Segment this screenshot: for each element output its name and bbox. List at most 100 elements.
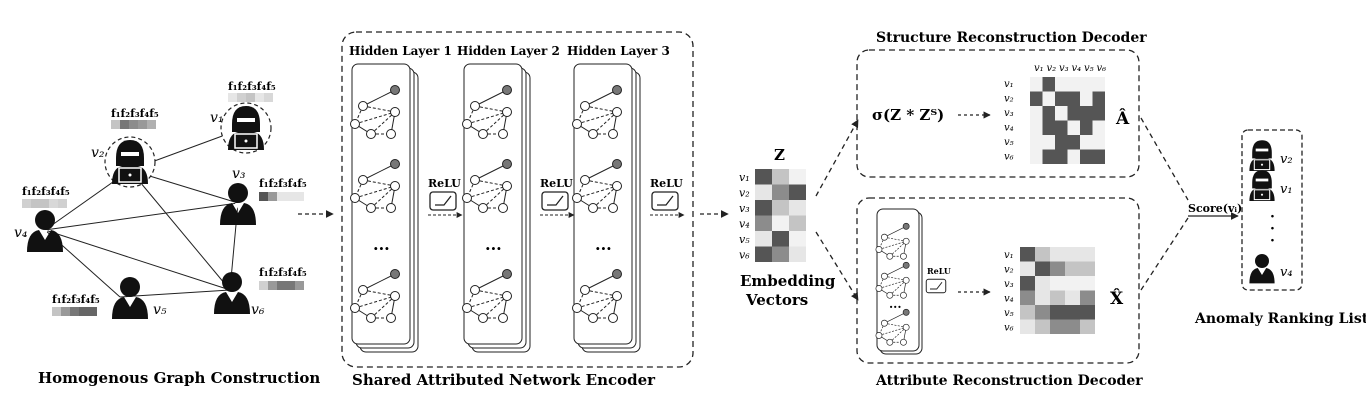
feature-label: f₁f₂f₃f₄f₅	[111, 107, 159, 120]
feature-label: f₁f₂f₃f₄f₅	[259, 266, 307, 279]
z-cell	[789, 184, 806, 200]
relu-block-2: ReLU	[540, 177, 575, 218]
z-row-label: v₆	[739, 249, 750, 262]
a-hat-label: Â	[1115, 108, 1130, 129]
hacker-icon-rank-1	[1248, 139, 1276, 172]
z-row-label: v₃	[739, 202, 750, 215]
relu-label: ReLU	[927, 266, 951, 276]
a-cell	[1042, 149, 1055, 164]
x-row-label: v₂	[1004, 265, 1014, 276]
x-cell	[1080, 247, 1095, 262]
x-hat-label: X̂	[1110, 289, 1124, 309]
attribute-matrix	[1020, 247, 1095, 334]
a-cell	[1030, 77, 1043, 92]
x-cell	[1080, 261, 1095, 276]
relu-icon	[429, 191, 457, 211]
z-cell	[772, 184, 789, 200]
user-icon-v5	[112, 277, 148, 319]
embedding-title-2: Vectors	[745, 291, 808, 309]
x-cell	[1050, 290, 1065, 305]
x-cell	[1020, 305, 1035, 320]
a-cell	[1055, 149, 1068, 164]
relu-block-1: ReLU	[428, 177, 463, 218]
x-row-label: v₁	[1004, 250, 1014, 261]
a-cell	[1067, 77, 1080, 92]
a-cell	[1092, 149, 1105, 164]
z-cell	[772, 200, 789, 216]
a-cell	[1067, 135, 1080, 150]
a-cell	[1030, 91, 1043, 106]
a-col-label: v₂	[1047, 63, 1057, 74]
hidden-layer-3: Hidden Layer 3 ...	[567, 44, 670, 353]
z-cell	[755, 246, 772, 262]
x-row-label: v₆	[1004, 323, 1014, 334]
a-cell	[1080, 135, 1093, 150]
a-cell	[1080, 149, 1093, 164]
feature-label: f₁f₂f₃f₄f₅	[259, 177, 307, 190]
vertical-dot: ·	[1270, 209, 1275, 225]
z-cell	[772, 231, 789, 247]
feature-vector-v4: f₁f₂f₃f₄f₅	[22, 185, 70, 208]
a-row-label: v₃	[1004, 108, 1014, 119]
embedding-title-1: Embedding	[740, 272, 836, 290]
a-row-label: v₆	[1004, 152, 1014, 163]
a-cell	[1042, 91, 1055, 106]
ranking-list: v₂ v₁ · · · v₄	[1248, 139, 1293, 284]
user-icon-v4	[27, 210, 63, 252]
x-cell	[1080, 305, 1095, 320]
z-cell	[755, 169, 772, 185]
z-cell	[789, 246, 806, 262]
ranking-item-2: v₁	[1280, 182, 1293, 197]
feature-vector-v3: f₁f₂f₃f₄f₅	[259, 177, 307, 201]
z-cell	[755, 200, 772, 216]
a-cell	[1042, 135, 1055, 150]
node-label-v5: v₅	[153, 302, 167, 318]
hidden-layer-1: Hidden Layer 1 ...	[349, 44, 452, 353]
a-row-label: v₄	[1004, 123, 1014, 134]
arrow-embedding-to-attribute	[815, 231, 859, 301]
a-cell	[1030, 135, 1043, 150]
feature-vector-v6: f₁f₂f₃f₄f₅	[259, 266, 307, 290]
a-cell	[1067, 106, 1080, 121]
a-cell	[1055, 120, 1068, 135]
z-row-label: v₂	[739, 187, 750, 200]
node-label-v3: v₃	[232, 166, 246, 182]
relu-label: ReLU	[650, 177, 683, 190]
attribute-decoder-box	[856, 197, 1140, 364]
a-cell	[1042, 120, 1055, 135]
z-cell	[789, 200, 806, 216]
a-col-label: v₄	[1072, 63, 1082, 74]
z-cell	[772, 215, 789, 231]
feature-vector-v1: f₁f₂f₃f₄f₅	[228, 80, 276, 102]
feature-label: f₁f₂f₃f₄f₅	[22, 185, 70, 198]
ranking-item-1: v₂	[1280, 152, 1293, 167]
z-cell	[789, 169, 806, 185]
x-cell	[1035, 247, 1050, 262]
a-cell	[1067, 120, 1080, 135]
x-cell	[1035, 319, 1050, 334]
a-cell	[1055, 106, 1068, 121]
ellipsis: ...	[595, 235, 612, 254]
a-row-label: v₂	[1004, 94, 1014, 105]
node-label-v2: v₂	[91, 145, 105, 161]
a-cell	[1042, 106, 1055, 121]
z-row-label: v₅	[739, 233, 750, 246]
x-cell	[1065, 247, 1080, 262]
arrow-structure-to-score	[1140, 117, 1189, 201]
x-cell	[1035, 276, 1050, 291]
arrow-embedding-to-structure	[815, 119, 859, 197]
relu-label: ReLU	[540, 177, 573, 190]
adjacency-matrix	[1030, 77, 1105, 164]
a-col-label: v₃	[1059, 63, 1069, 74]
encoder-box	[341, 31, 694, 368]
a-row-label: v₅	[1004, 137, 1014, 148]
a-cell	[1030, 106, 1043, 121]
a-cell	[1092, 91, 1105, 106]
hidden-layer-title: Hidden Layer 3	[567, 44, 670, 58]
x-cell	[1080, 319, 1095, 334]
relu-block-decoder: ReLU	[925, 266, 951, 294]
ellipsis: ...	[485, 235, 502, 254]
feature-label: f₁f₂f₃f₄f₅	[228, 80, 276, 93]
x-cell	[1050, 319, 1065, 334]
